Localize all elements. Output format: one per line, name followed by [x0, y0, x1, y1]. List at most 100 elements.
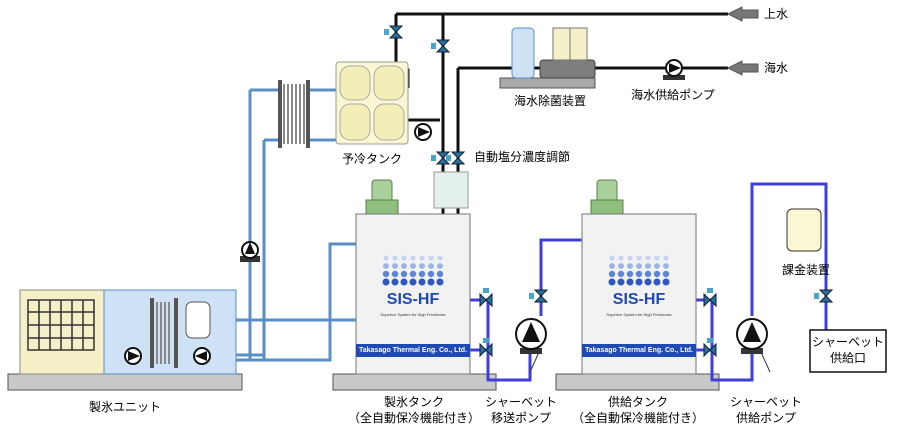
seawater-sterilizer — [499, 27, 596, 89]
heat-exchanger-upper — [278, 80, 310, 148]
ice-tank-logo-dot — [382, 270, 390, 278]
ice-tank-logo-dot — [428, 255, 434, 261]
transfer-pump-icon — [515, 318, 547, 354]
valve-icon — [479, 338, 493, 358]
supply-tank-logo-dot — [645, 263, 651, 269]
supply-tank-logo-dot — [609, 263, 615, 269]
ice-tank-tagline: Superice System for High Freshness — [380, 312, 446, 317]
ice-tank-logo-dot — [427, 278, 435, 286]
ice-tank-logo-dot — [392, 255, 398, 261]
ice-tank-logo-dot — [391, 278, 399, 286]
seawater-pump-label: 海水供給ポンプ — [631, 88, 715, 102]
ice-tank-logo-dot — [409, 270, 417, 278]
ice-tank-logo-dot — [436, 278, 444, 286]
supply-tank-logo-dot — [644, 278, 652, 286]
ice-tank-logo-dot — [437, 263, 443, 269]
sea-water-arrow — [726, 60, 759, 76]
salinity-adjuster-box — [433, 171, 469, 209]
supply-tank-logo-dot — [627, 263, 633, 269]
chilled-pump-icon — [240, 241, 260, 262]
supply-tank-label-line1: 供給タンク — [607, 395, 669, 409]
precool-tank-label: 予冷タンク — [341, 152, 403, 166]
supply-tank-logo-dot — [654, 263, 660, 269]
ice-tank-logo-dot — [409, 278, 417, 286]
seawater-sterilizer-label: 海水除菌装置 — [513, 94, 587, 108]
valve-icon — [703, 288, 717, 308]
tap-water-arrow — [726, 6, 759, 22]
ice-tank-logo: SIS-HF — [386, 291, 440, 308]
ice-tank-base — [332, 373, 497, 391]
ice-tank-logo-dot — [418, 270, 426, 278]
valve-icon — [703, 338, 717, 358]
ice-tank-logo-dot — [383, 263, 389, 269]
ice-tank-logo-dot — [400, 270, 408, 278]
ice-tank-logo-dot — [410, 263, 416, 269]
ice-tank-logo-dot — [401, 255, 407, 261]
ice-tank-logo-dot — [419, 263, 425, 269]
supply-pump-icon — [736, 318, 771, 373]
auto-salinity-label: 自動塩分濃度調節 — [474, 150, 571, 164]
supply-tank-logo-dot — [653, 278, 661, 286]
supply-tank-logo-dot — [636, 263, 642, 269]
supply-tank-logo-dot — [617, 278, 625, 286]
valve-icon — [446, 151, 466, 165]
ice-unit — [19, 289, 237, 375]
tap-water-label: 上水 — [764, 7, 789, 21]
ice-tank-logo-dot — [391, 270, 399, 278]
billing-device-box — [786, 208, 822, 252]
ice-tank-label-line2: （全自動保冷機能付き） — [347, 411, 481, 425]
valve-icon — [384, 25, 404, 39]
ice-unit-label: 製氷ユニット — [88, 400, 162, 414]
ice-tank-logo-dot — [401, 263, 407, 269]
ice-tank-logo-dot — [410, 255, 416, 261]
sherbet-outlet-box — [809, 329, 887, 373]
supply-tank-logo-dot — [627, 255, 633, 261]
supply-tank-base — [555, 373, 720, 391]
supply-tank-logo-dot — [663, 255, 669, 261]
supply-tank-logo-dot — [626, 270, 634, 278]
blue-pipes — [236, 88, 356, 362]
ice-tank-label-line1: 製氷タンク — [383, 395, 445, 409]
precool-tank — [335, 61, 409, 145]
ice-unit-pump-left-icon — [124, 347, 142, 365]
outlet-label-line1: シャーベット — [811, 335, 885, 349]
valve-icon — [814, 289, 834, 303]
ice-tank — [355, 179, 471, 375]
ice-unit-pump-right-icon — [193, 347, 211, 365]
supply-pump-label-line2: 供給ポンプ — [736, 411, 796, 425]
supply-tank — [581, 179, 697, 375]
supply-tank-logo-dot — [636, 255, 642, 261]
billing-device-label: 課金装置 — [781, 263, 831, 277]
supply-tank-logo-dot — [663, 263, 669, 269]
supply-tank-logo-dot — [662, 278, 670, 286]
supply-tank-label-line2: （全自動保冷機能付き） — [571, 411, 705, 425]
supply-tank-logo: SIS-HF — [612, 291, 666, 308]
ice-tank-logo-dot — [427, 270, 435, 278]
supply-tank-logo-dot — [662, 270, 670, 278]
supply-tank-company: Takasago Thermal Eng. Co., Ltd. — [585, 347, 693, 354]
valves — [384, 25, 834, 358]
supply-tank-logo-dot — [608, 278, 616, 286]
ice-tank-logo-dot — [418, 278, 426, 286]
ice-tank-logo-dot — [400, 278, 408, 286]
transfer-pump-label-line1: シャーベット — [484, 395, 558, 409]
supply-tank-logo-dot — [608, 270, 616, 278]
supply-tank-logo-dot — [618, 255, 624, 261]
supply-tank-logo-dot — [644, 270, 652, 278]
supply-pump-label-line1: シャーベット — [729, 395, 803, 409]
supply-tank-logo-dot — [609, 255, 615, 261]
valve-icon — [479, 288, 493, 308]
ice-tank-company: Takasago Thermal Eng. Co., Ltd. — [359, 347, 467, 354]
ice-tank-logo-dot — [382, 278, 390, 286]
ice-tank-logo-dot — [419, 255, 425, 261]
supply-tank-logo-dot — [635, 278, 643, 286]
supply-tank-logo-dot — [653, 270, 661, 278]
supply-tank-logo-dot — [645, 255, 651, 261]
transfer-pump-label-line2: 移送ポンプ — [491, 411, 551, 425]
supply-tank-logo-dot — [618, 263, 624, 269]
ice-tank-logo-dot — [436, 270, 444, 278]
valve-icon — [529, 289, 549, 303]
ice-unit-base — [7, 373, 243, 391]
supply-tank-tagline: Superice System for High Freshness — [606, 312, 672, 317]
supply-tank-logo-dot — [654, 255, 660, 261]
